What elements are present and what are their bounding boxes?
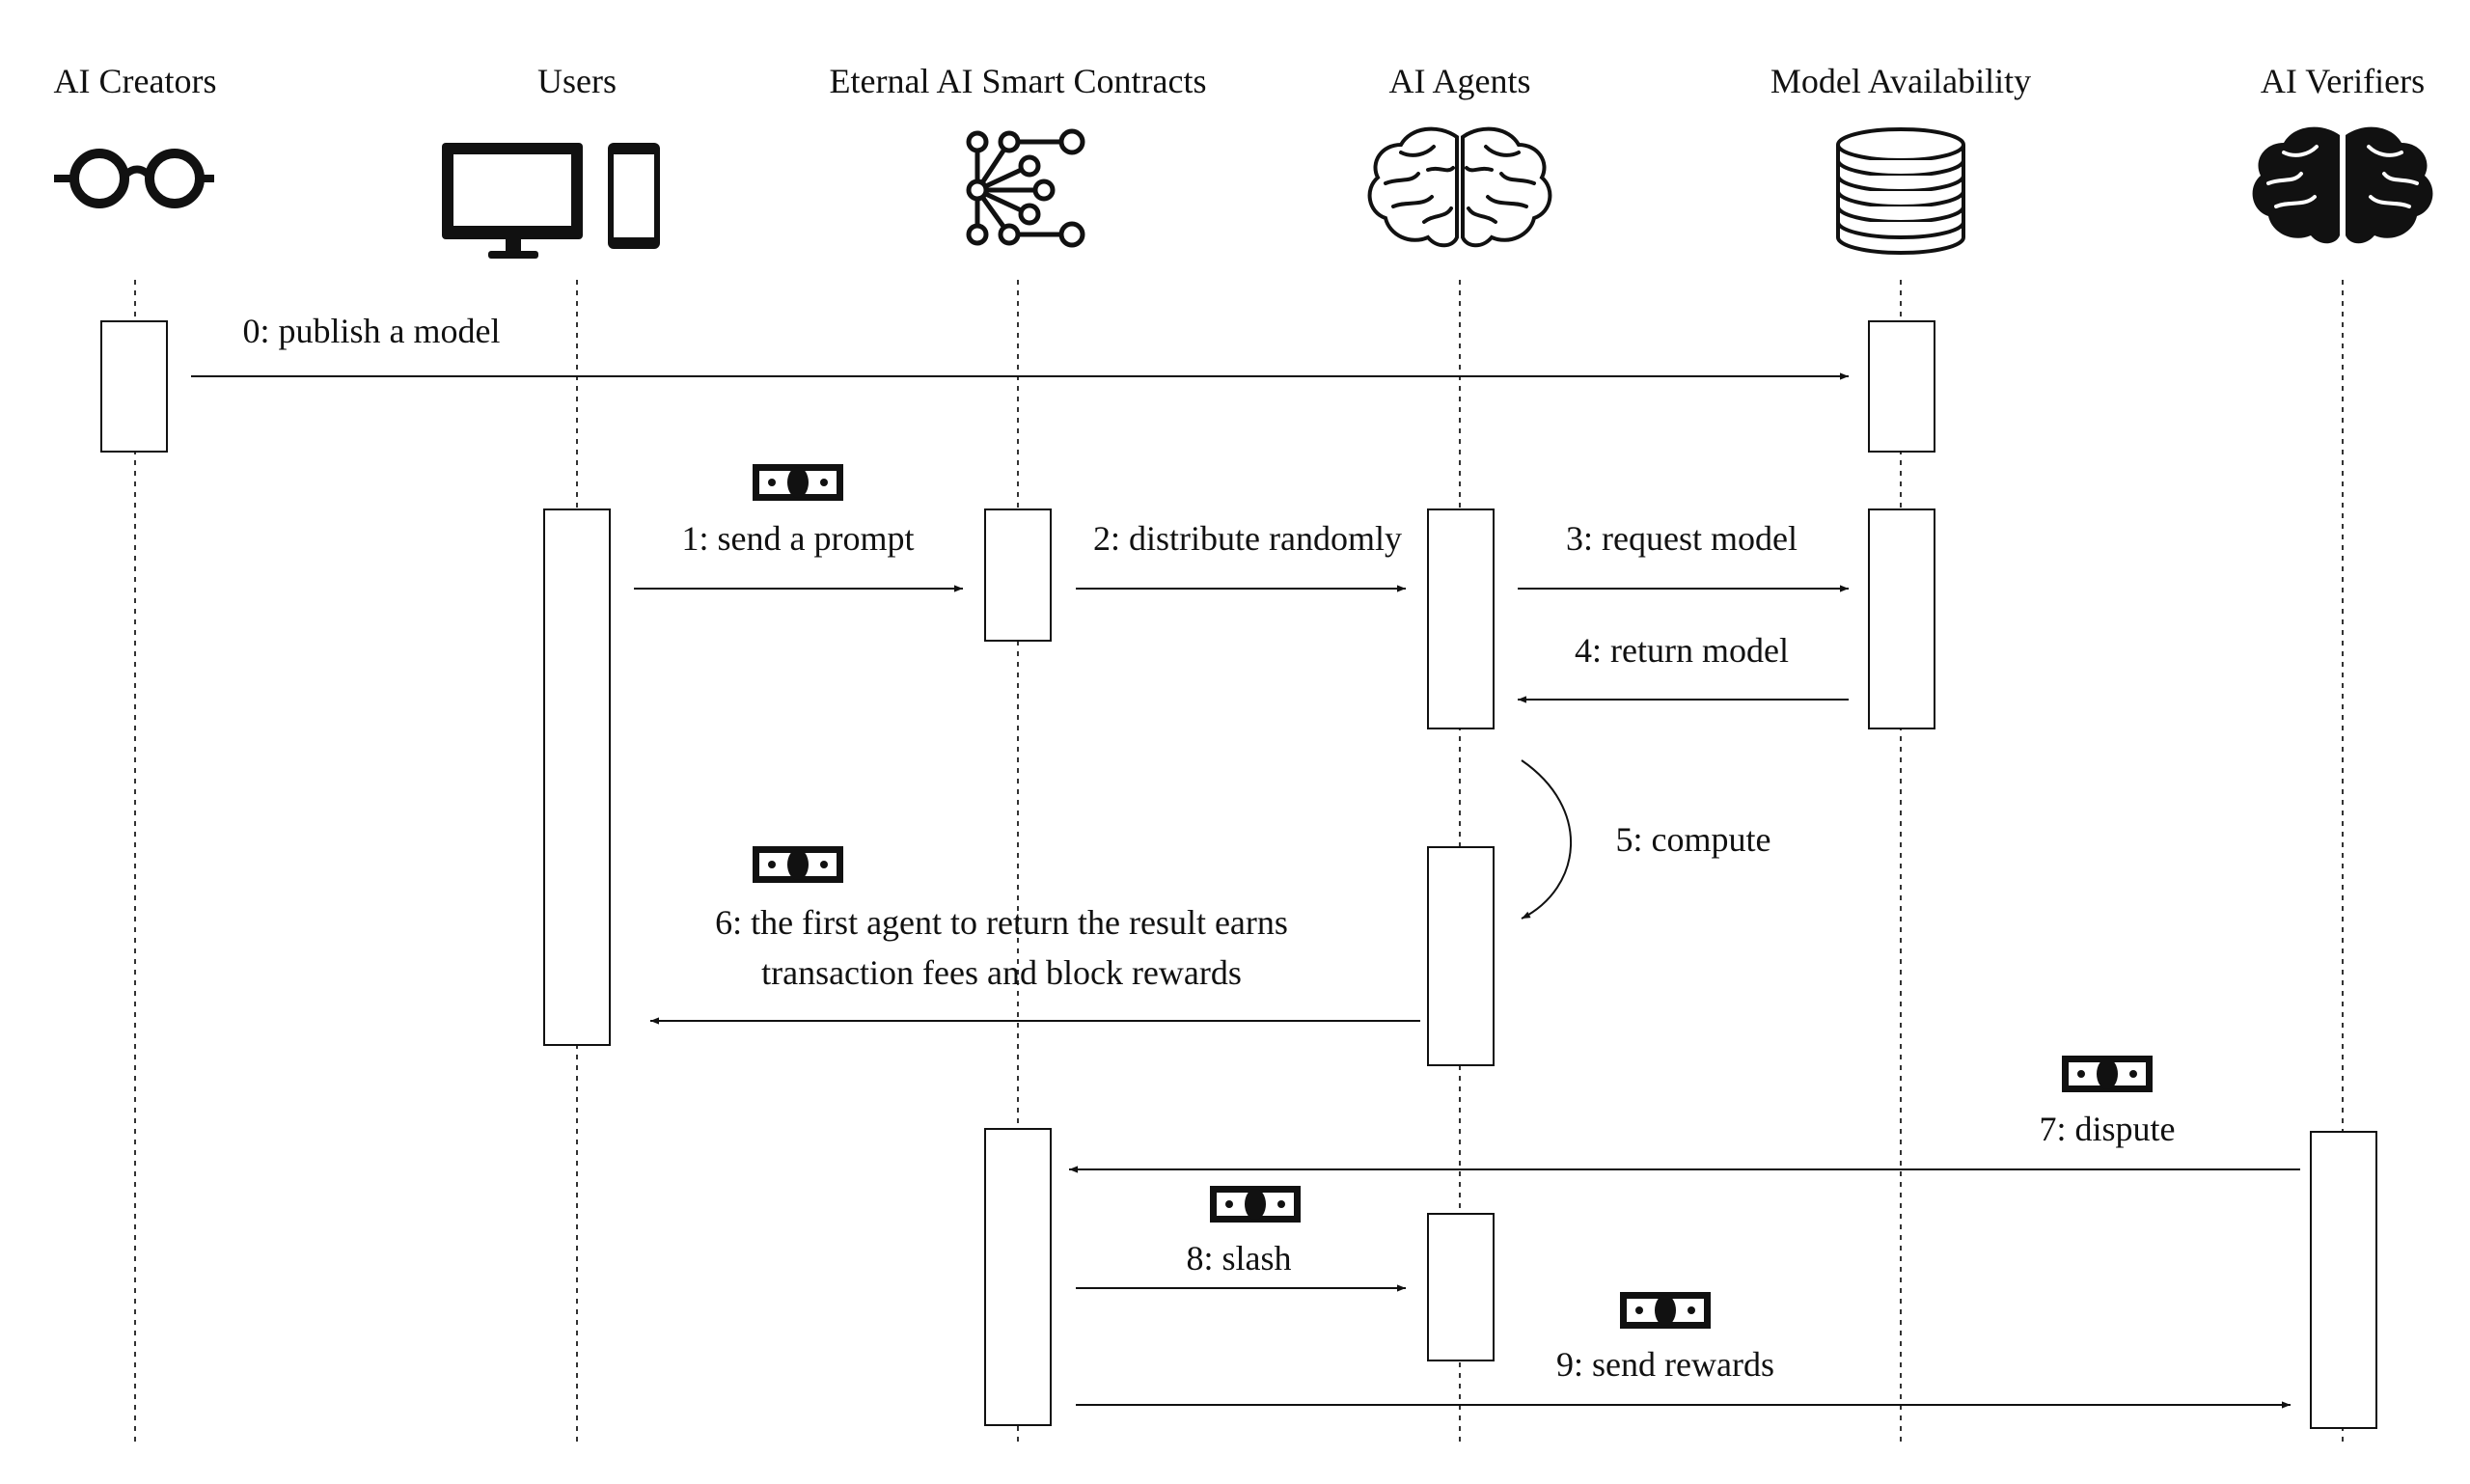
activation-box — [984, 508, 1052, 642]
message-label-8: 8: slash — [1186, 1239, 1291, 1278]
actor-name-users: Users — [537, 62, 617, 100]
message-label-9: 9: send rewards — [1556, 1345, 1774, 1384]
devices-icon — [442, 143, 660, 259]
activation-box — [543, 508, 611, 1046]
message-label-2: 2: distribute randomly — [1093, 519, 1402, 558]
message-label-5: 5: compute — [1616, 820, 1771, 859]
actor-name-smart-contracts: Eternal AI Smart Contracts — [830, 62, 1207, 100]
message-label-7: 7: dispute — [2040, 1110, 2176, 1148]
actor-name-ai-creators: AI Creators — [54, 62, 217, 100]
activation-box — [100, 320, 168, 453]
message-label-6-line1: 6: the first agent to return the result … — [715, 903, 1288, 942]
activation-box — [1427, 508, 1495, 729]
activation-box — [1868, 508, 1935, 729]
actor-name-model-availability: Model Availability — [1770, 62, 2031, 100]
message-label-3: 3: request model — [1566, 519, 1798, 558]
message-label-1: 1: send a prompt — [682, 519, 915, 558]
message-label-0: 0: publish a model — [243, 312, 501, 350]
money-bill-icon — [753, 846, 843, 883]
message-label-4: 4: return model — [1575, 631, 1789, 670]
activation-box — [1868, 320, 1935, 453]
actor-name-ai-agents: AI Agents — [1389, 62, 1531, 100]
brain-outline-icon — [1367, 126, 1552, 248]
message-label-6-line2: transaction fees and block rewards — [761, 953, 1242, 992]
database-icon — [1836, 127, 1965, 255]
money-bill-icon — [2062, 1056, 2153, 1092]
actor-name-ai-verifiers: AI Verifiers — [2261, 62, 2425, 100]
activation-box — [2310, 1131, 2377, 1429]
glasses-icon — [54, 149, 214, 208]
network-icon — [966, 128, 1085, 248]
money-bill-icon — [753, 464, 843, 501]
activation-box — [1427, 846, 1495, 1066]
money-bill-icon — [1620, 1292, 1711, 1329]
brain-solid-icon — [2252, 126, 2433, 244]
activation-box — [1427, 1213, 1495, 1361]
activation-box — [984, 1128, 1052, 1426]
arrow-compute — [1521, 759, 1572, 920]
money-bill-icon — [1210, 1186, 1301, 1223]
